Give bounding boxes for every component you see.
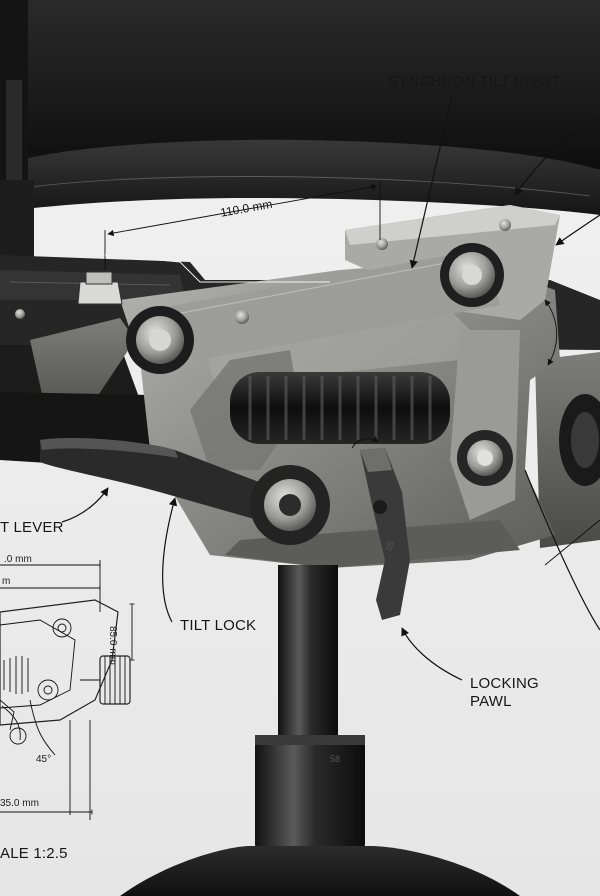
leader-tilt-lock (162, 497, 178, 623)
gas-cylinder (255, 565, 365, 850)
rotation-arc-pawl (351, 436, 379, 449)
inset-dim-height: 85.0 mm (107, 626, 118, 665)
leader-locking-pawl (401, 627, 463, 681)
seat-cushion (0, 0, 600, 215)
inset-scale: ALE 1:2.5 (0, 845, 68, 862)
right-pivot-bolt (457, 430, 513, 486)
label-lever-fragment: T LEVER (0, 519, 64, 536)
backrest-post (0, 0, 34, 260)
inset-dim-second: m (2, 576, 10, 587)
leader-top-right (514, 117, 600, 196)
label-tilt-lock: TILT LOCK (180, 617, 256, 634)
tilt-lever-handle (40, 438, 280, 525)
inset-dim-top: .0 mm (4, 554, 32, 565)
tension-spring (230, 372, 450, 444)
right-housing (535, 352, 600, 548)
locking-pawl-part (360, 448, 410, 620)
label-locking-pawl-line2: PAWL (470, 693, 512, 710)
chair-base (120, 846, 520, 896)
synchron-tilt-pivot-bolt (440, 243, 504, 307)
leader-lever (61, 487, 109, 523)
leader-right-upper (555, 214, 600, 246)
inset-dim-bottom: 35.0 mm (0, 798, 39, 809)
leader-right-lower (524, 469, 600, 631)
dimension-main-width (104, 182, 381, 283)
lower-pivot-bolt (250, 465, 330, 545)
leader-right-lower-2 (544, 519, 600, 566)
leader-synchron-tilt-pivot (409, 95, 453, 269)
inset-drawing (0, 560, 135, 820)
column-stamp: 58 (330, 754, 340, 764)
main-link-bar (150, 255, 500, 360)
small-screws (15, 219, 511, 324)
pivot-bolt-left (126, 306, 194, 374)
label-synchron-tilt-pivot: SYNCHRON TILT PIVOT (388, 73, 560, 90)
inset-dim-angle: 45° (36, 754, 51, 765)
label-locking-pawl-line1: LOCKING (470, 675, 539, 692)
seat-nut (77, 271, 123, 305)
rotation-arc-pivot (544, 299, 558, 366)
pawl-mark: 55 (383, 540, 396, 553)
